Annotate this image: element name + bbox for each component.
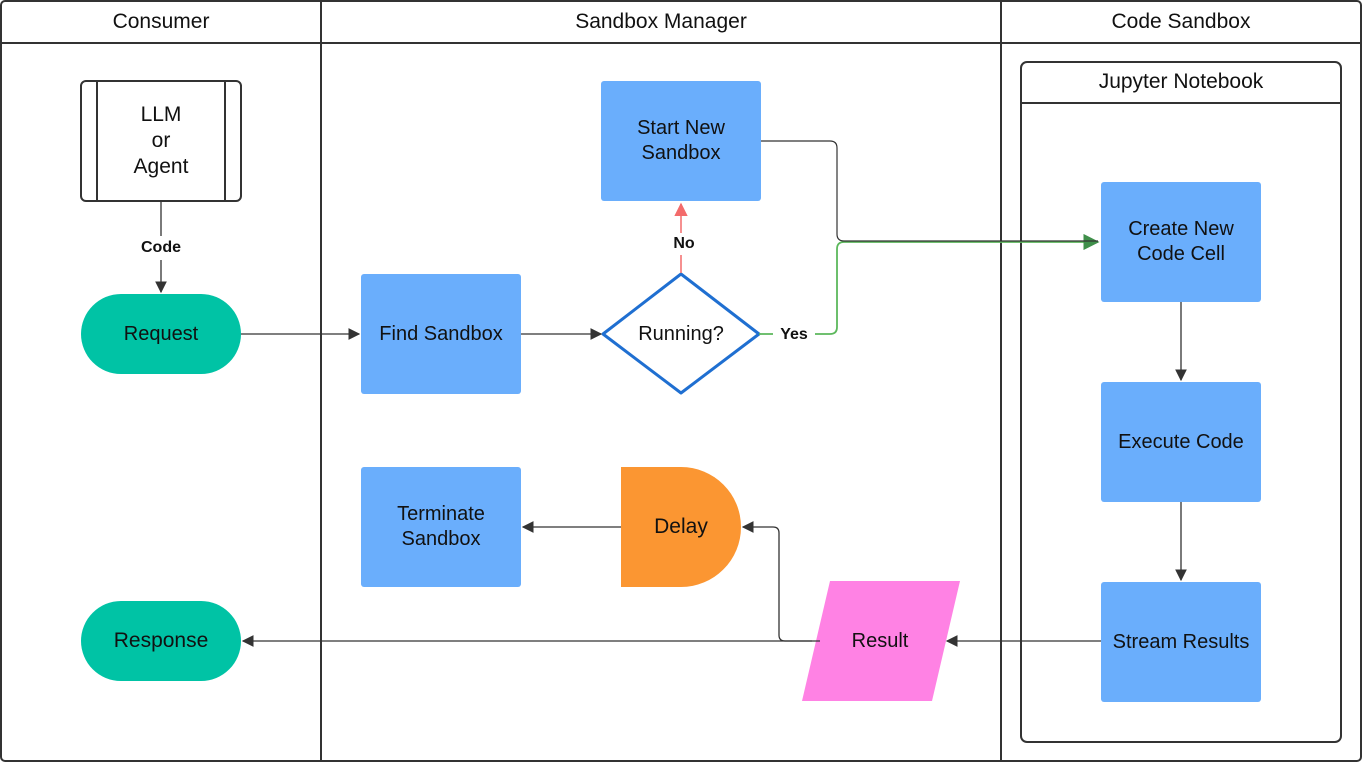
jupyter-notebook-title: Jupyter Notebook	[1098, 70, 1264, 94]
start-new-sandbox-node: Start New Sandbox	[601, 81, 761, 201]
edge-start-to-create	[761, 140, 1098, 242]
stream-results-node: Stream Results	[1101, 582, 1261, 702]
lane-title-code-sandbox: Code Sandbox	[1111, 9, 1251, 33]
delay-shape	[621, 467, 741, 587]
response-label: Response	[113, 628, 209, 652]
result-label: Result	[851, 629, 909, 652]
delay-label: Delay	[654, 514, 708, 538]
edge-running-yes	[759, 233, 1100, 335]
stream-results-label: Stream Results	[1112, 630, 1250, 653]
edge-result-to-delay	[741, 521, 820, 642]
llm-agent-node: LLM or Agent	[80, 80, 242, 202]
execute-code-label: Execute Code	[1118, 430, 1244, 453]
find-sandbox-label: Find Sandbox	[379, 322, 503, 345]
yes-edge-label: Yes	[773, 324, 815, 346]
code-edge-label: Code	[131, 236, 191, 260]
lane-title-sandbox-manager: Sandbox Manager	[575, 9, 747, 33]
llm-agent-label: LLM or Agent	[133, 102, 189, 179]
request-label: Request	[123, 322, 199, 345]
no-edge-label: No	[664, 233, 704, 255]
create-code-cell-label: Create New Code Cell	[1128, 218, 1234, 265]
running-decision-shape	[601, 272, 761, 395]
lane-title-consumer: Consumer	[112, 9, 210, 33]
start-new-sandbox-label: Start New Sandbox	[637, 117, 725, 164]
request-node: Request	[81, 294, 241, 374]
execute-code-node: Execute Code	[1101, 382, 1261, 502]
running-decision-label: Running?	[638, 322, 724, 345]
terminate-sandbox-label: Terminate Sandbox	[397, 503, 485, 550]
create-code-cell-node: Create New Code Cell	[1101, 182, 1261, 302]
find-sandbox-node: Find Sandbox	[361, 274, 521, 394]
result-shape	[802, 581, 960, 701]
terminate-sandbox-node: Terminate Sandbox	[361, 467, 521, 587]
response-node: Response	[81, 601, 241, 681]
